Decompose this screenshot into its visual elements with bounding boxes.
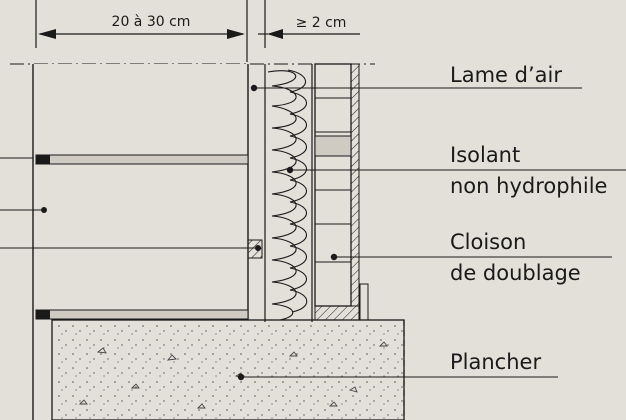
air-gap-label: ≥ 2 cm <box>296 15 347 31</box>
floor-slab <box>51 319 405 420</box>
partition-label-1: Cloison <box>450 230 526 254</box>
insulation-label-2: non hydrophile <box>450 174 607 198</box>
dimension-wall-thickness: 20 à 30 cm <box>35 0 248 62</box>
right-leaders <box>237 84 626 381</box>
partition-label-2: de doublage <box>450 261 581 285</box>
insulation-label-1: Isolant <box>450 143 520 167</box>
dimension-air-gap: ≥ 2 cm <box>258 0 360 48</box>
left-leaders <box>0 157 261 251</box>
floor-label: Plancher <box>450 350 541 374</box>
air-layer-label: Lame d’air <box>450 63 562 87</box>
doubling-partition <box>314 63 369 321</box>
insulation-layer <box>267 64 313 322</box>
wall-thickness-label: 20 à 30 cm <box>112 14 191 30</box>
